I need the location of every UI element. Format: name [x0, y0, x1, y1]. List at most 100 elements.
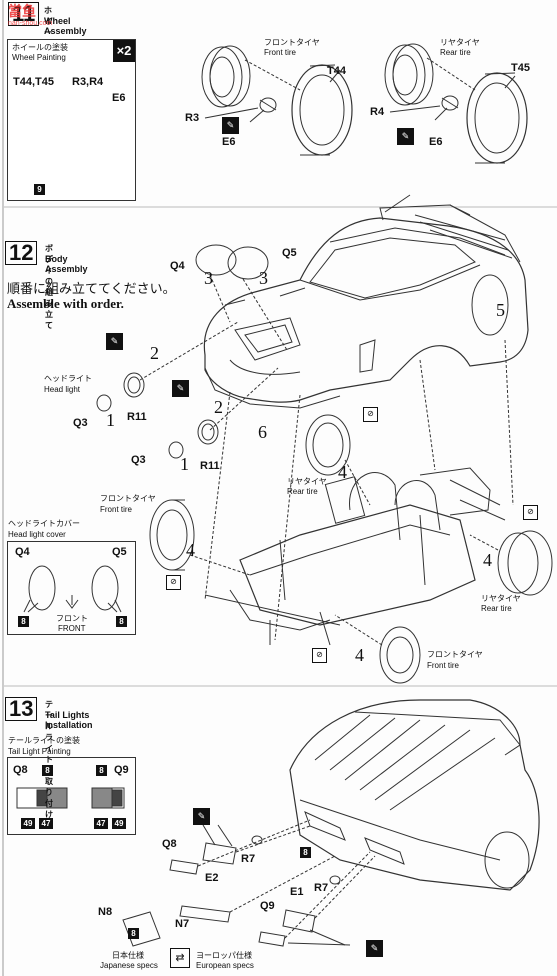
part-q9-paint: Q9: [114, 764, 129, 776]
painting-title-jp: ホイールの塗装: [12, 43, 68, 52]
order-instruction-en: Assemble with order.: [7, 296, 124, 311]
cement-icon: ✎: [397, 128, 414, 145]
headlight-cover-right: [227, 246, 269, 280]
step-title-en: Wheel Assembly: [44, 16, 87, 36]
front-tire-label-jp-2: フロントタイヤ: [427, 650, 483, 659]
step-3-left: 3: [204, 268, 213, 288]
color-code-9: 9: [34, 184, 45, 195]
step-4-rear-left: 4: [338, 462, 347, 482]
part-n7: N7: [175, 918, 190, 930]
color-code-49a: 49: [21, 818, 35, 829]
step-1-left: 1: [106, 410, 115, 430]
color-code-49b: 49: [112, 818, 126, 829]
part-q5-cover: Q5: [112, 546, 127, 558]
step-number: 12: [5, 241, 38, 265]
part-r7-right: R7: [314, 882, 329, 894]
front-tire-label-en: Front tire: [100, 505, 133, 514]
watermark-url: nan-shou.com: [8, 20, 53, 27]
part-e1: E1: [290, 886, 304, 898]
step-number: 13: [5, 697, 38, 721]
color-code-47b: 47: [94, 818, 108, 829]
rear-tire-label-jp: リヤタイヤ: [440, 38, 480, 47]
chassis: [239, 504, 476, 626]
tail-light-q9: [258, 931, 286, 947]
rear-tire-right: [497, 532, 539, 594]
part-e6-rear: E6: [429, 136, 443, 148]
no-cement-icon: ⊘: [363, 407, 378, 422]
part-r11-right: R11: [200, 460, 220, 472]
step-title-jp: テールライトの取り付け: [45, 700, 53, 819]
part-q3-left: Q3: [73, 417, 88, 429]
tail-painting-box: Q8 8 8 Q9 49 47 47 49: [7, 757, 136, 835]
step-4-front-left: 4: [186, 540, 195, 560]
step-6: 6: [258, 422, 267, 442]
color-code-8-plate: 8: [128, 928, 139, 939]
part-q5: Q5: [282, 247, 297, 259]
step-number: 11: [8, 2, 40, 26]
cement-icon: ✎: [366, 940, 383, 957]
part-n8: N8: [98, 906, 113, 918]
rear-tire-label-en-2: Rear tire: [481, 604, 512, 613]
part-r11-left: R11: [127, 411, 147, 423]
headlight-label-jp: ヘッドライト: [44, 374, 92, 383]
no-cement-icon: ⊘: [166, 575, 181, 590]
step-2-left: 2: [150, 343, 159, 363]
jp-spec-label-en: Japanese specs: [100, 961, 158, 970]
front-tire-label-en-2: Front tire: [427, 661, 460, 670]
car-body: [203, 217, 529, 403]
front-tire-right: [379, 626, 421, 684]
headlight-cover-label-jp: ヘッドライトカバー: [8, 519, 80, 528]
eu-spec-label-en: European specs: [196, 961, 254, 970]
step-title-en: Tail Lights Installation: [45, 710, 93, 730]
rear-tire-label-jp-2: リヤタイヤ: [481, 594, 521, 603]
rear-tire-label-en: Rear tire: [287, 487, 318, 496]
tail-painting-label-jp: テールライトの塗装: [8, 736, 80, 745]
front-tire-label-jp: フロントタイヤ: [100, 494, 156, 503]
part-q4-cover: Q4: [15, 546, 30, 558]
watermark-logo: 當鱼: [8, 3, 36, 19]
rear-body: [289, 699, 540, 891]
headlight-label-en: Head light: [44, 385, 81, 394]
tail-painting-label-en: Tail Light Painting: [8, 747, 71, 756]
paint-label-wheels: R3,R4: [72, 76, 104, 88]
step-4-front-right: 4: [355, 645, 364, 665]
no-cement-icon: ⊘: [523, 505, 538, 520]
eu-spec-label-jp: ヨーロッパ仕様: [196, 951, 252, 960]
multiplier-badge: ×2: [113, 40, 135, 62]
part-t45: T45: [511, 62, 530, 74]
step-5: 5: [496, 300, 505, 320]
color-code-8-right: 8: [116, 616, 127, 627]
part-q8-paint: Q8: [13, 764, 28, 776]
cement-icon: ✎: [193, 808, 210, 825]
step-3-right: 3: [259, 268, 268, 288]
part-e6-front: E6: [222, 136, 236, 148]
plate-n7: [179, 905, 231, 923]
front-arrow-label-en: FRONT: [58, 624, 86, 633]
swap-arrows-icon: ⇄: [170, 948, 190, 968]
part-e2: E2: [205, 872, 219, 884]
part-q9: Q9: [260, 900, 275, 912]
rear-tire-left: [305, 414, 351, 476]
step-title-en: Body Assembly: [45, 254, 88, 274]
part-r7-left: R7: [241, 853, 256, 865]
headlight-cover-left: [195, 244, 237, 276]
front-arrow-label-jp: フロント: [56, 614, 88, 623]
no-cement-icon: ⊘: [312, 648, 327, 663]
jp-spec-label-jp: 日本仕様: [112, 951, 144, 960]
part-r3: R3: [185, 112, 200, 124]
step-1-right: 1: [180, 454, 189, 474]
cement-icon: ✎: [172, 380, 189, 397]
tail-light-q8: [169, 859, 199, 875]
painting-title-en: Wheel Painting: [12, 53, 66, 62]
step-2-right: 2: [214, 397, 223, 417]
order-instruction-jp: 順番に組み立ててください。: [7, 281, 176, 296]
part-t44: T44: [327, 65, 346, 77]
rear-tire-label-en: Rear tire: [440, 48, 471, 57]
paint-label-tires: T44,T45: [13, 76, 54, 88]
part-q8: Q8: [162, 838, 177, 850]
front-tire-label-en: Front tire: [264, 48, 297, 57]
step-4-rear-right: 4: [483, 550, 492, 570]
color-code-8: 8: [300, 847, 311, 858]
cement-icon: ✎: [106, 333, 123, 350]
